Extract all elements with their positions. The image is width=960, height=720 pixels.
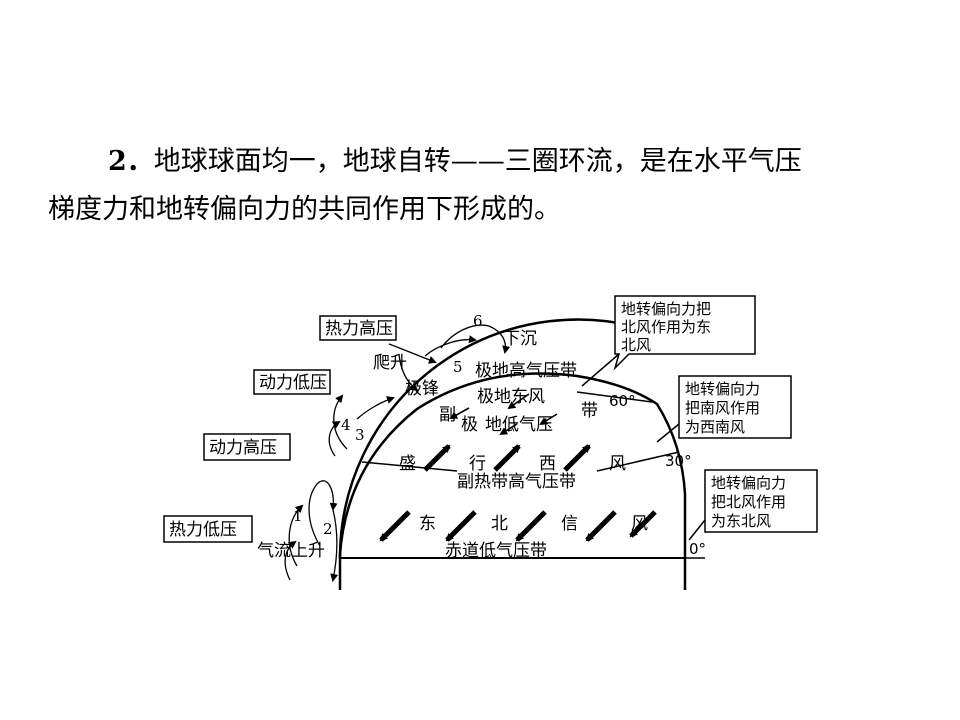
circulation-curves	[284, 324, 511, 582]
thermal-low-label: 热力低压	[169, 520, 237, 540]
paragraph-line-1: 2．地球球面均一，地球自转——三圈环流，是在水平气压	[48, 138, 928, 186]
cell-number-3: 3	[355, 426, 365, 444]
lat-30-line-right	[596, 451, 680, 472]
equatorial-low-label: 赤道低气压带	[445, 541, 547, 561]
polar-high-label: 极地高气压带	[475, 361, 577, 381]
callout-30-line3: 为西南风	[685, 418, 745, 436]
lat-0-label: 0°	[689, 540, 706, 558]
thermal-high-box	[319, 315, 397, 341]
trade-2: 北	[491, 514, 508, 534]
dynamic-low-box	[253, 369, 331, 395]
thermal-low-box	[163, 515, 253, 543]
intro-paragraph: 2．地球球面均一，地球自转——三圈环流，是在水平气压 梯度力和地转偏向力的共同作…	[48, 138, 928, 234]
hemisphere-outline	[338, 372, 687, 590]
callout-60-line1: 地转偏向力把	[621, 300, 711, 318]
paragraph-line-1-text: 地球球面均一，地球自转——三圈环流，是在水平气压	[153, 146, 802, 177]
polar-front-label: 极锋	[405, 379, 439, 399]
cell-number-4: 4	[341, 416, 351, 434]
dynamic-high-box	[203, 433, 291, 461]
polar-east-arrows	[449, 393, 558, 436]
cell-number-1: 1	[293, 507, 303, 525]
cell-number-5: 5	[453, 358, 463, 376]
sub-polar-d: 带	[581, 401, 598, 421]
westerly-3: 西	[539, 454, 556, 474]
sub-polar-c: 地低气压	[485, 415, 553, 435]
lat-30-label: 30°	[665, 452, 692, 470]
trade-1: 东	[419, 514, 436, 534]
westerly-4: 风	[609, 454, 626, 474]
lat-60-label: 60°	[609, 392, 636, 410]
sink-label: 下沉	[503, 329, 537, 349]
polar-east-label: 极地东风	[477, 387, 545, 407]
thermal-high-label: 热力高压	[325, 319, 393, 339]
hemisphere-arc-upper	[338, 318, 655, 559]
sub-polar-b: 极	[461, 415, 478, 435]
westerly-1: 盛	[399, 454, 416, 474]
callout-60-line2: 北风作用为东	[621, 318, 711, 336]
climb-label: 爬升	[373, 353, 407, 373]
three-cell-circulation-diagram: 热力高压 动力低压 动力高压 热力低压 地转偏向力把 北风作用为东 北风 地转偏…	[157, 284, 835, 598]
callout-0-line2: 把北风作用	[711, 493, 786, 511]
subtropical-high-label: 副热带高气压带	[457, 472, 576, 492]
callout-30-line2: 把南风作用	[685, 399, 760, 417]
callout-0-box	[704, 469, 818, 533]
cell-number-2: 2	[323, 520, 333, 538]
sub-polar-a: 副	[439, 405, 456, 425]
callout-30-box	[678, 375, 792, 439]
callout-30-line1: 地转偏向力	[685, 380, 760, 398]
cell-number-6: 6	[473, 312, 483, 330]
callout-0-line3: 为东北风	[711, 512, 771, 530]
callout-0-line1: 地转偏向力	[711, 474, 786, 492]
lat-30-line-left	[361, 461, 458, 472]
dynamic-high-label: 动力高压	[209, 438, 277, 458]
trade-3: 信	[561, 514, 578, 534]
paragraph-line-2: 梯度力和地转偏向力的共同作用下形成的。	[48, 194, 561, 225]
dynamic-low-label: 动力低压	[259, 373, 327, 393]
lat-60-line	[576, 391, 653, 403]
callout-60-box	[613, 295, 756, 371]
item-number: 2．	[108, 146, 154, 177]
callout-60-line3: 北风	[621, 336, 651, 354]
westerly-2: 行	[469, 454, 486, 474]
westerly-arrows	[423, 444, 591, 472]
trade-wind-arrows	[379, 510, 657, 542]
